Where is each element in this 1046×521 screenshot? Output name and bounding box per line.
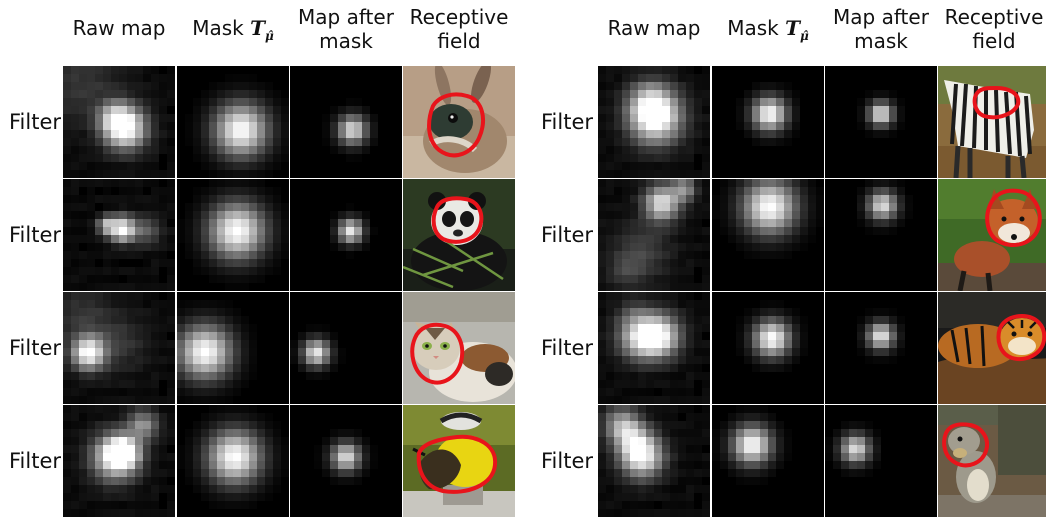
raw-map-heatmap: [63, 179, 175, 291]
masked-map-heatmap: [322, 98, 378, 162]
raw-map-cell: [598, 179, 710, 291]
masked-map-cell: [825, 66, 937, 178]
row-label-filter: Filter: [541, 449, 594, 473]
mask-map-cell: [712, 66, 824, 178]
masked-map-cell: [290, 292, 402, 404]
mask-symbol: Tμ̂: [250, 16, 274, 43]
mask-map-heatmap: [177, 179, 289, 291]
raw-map-heatmap: [63, 66, 175, 178]
row-label-filter: Filter: [541, 336, 594, 360]
column-header-text: Map after: [298, 5, 394, 29]
raw-map-cell: [598, 292, 710, 404]
mask-map-cell: [177, 292, 289, 404]
masked-map-cell: [290, 66, 402, 178]
receptive-field-rabbit: [403, 61, 515, 178]
tiger-photo: [938, 292, 1046, 404]
row-label-filter: Filter: [541, 110, 594, 134]
raw-map-cell: [63, 405, 175, 517]
mask-map-cell: [177, 179, 289, 291]
mask-map-cell: [177, 66, 289, 178]
row-label-filter: Filter: [9, 110, 62, 134]
mask-map-cell: [177, 405, 289, 517]
row-label-filter: Filter: [9, 336, 62, 360]
column-header-text-line2: mask: [319, 29, 373, 53]
masked-map-cell: [290, 179, 402, 291]
raw-map-cell: [63, 292, 175, 404]
receptive-field-squirrel: [938, 405, 1046, 517]
mask-map-heatmap: [177, 405, 289, 509]
mask-map-heatmap: [177, 300, 257, 404]
masked-map-heatmap: [330, 203, 378, 259]
raw-map-heatmap: [63, 405, 175, 517]
column-header-text: Receptive: [944, 5, 1044, 29]
column-header: Raw map: [55, 16, 183, 40]
masked-map-heatmap: [857, 90, 905, 138]
column-header-text-line2: mask: [854, 29, 908, 53]
fox-photo: [938, 179, 1046, 292]
receptive-field-fox: [938, 179, 1046, 292]
column-header-text: Raw map: [72, 16, 166, 40]
column-header: Mask Tμ̂: [704, 16, 832, 48]
column-header-text-line2: field: [972, 29, 1016, 53]
cat-photo: [403, 292, 517, 404]
column-header: Raw map: [590, 16, 718, 40]
panda-photo: [402, 179, 515, 291]
masked-map-heatmap: [314, 429, 378, 485]
mask-map-heatmap: [736, 300, 808, 372]
raw-map-heatmap: [598, 292, 710, 404]
mask-map-cell: [712, 405, 824, 517]
raw-map-cell: [63, 66, 175, 178]
masked-map-heatmap: [825, 421, 881, 477]
column-header-text: Receptive: [409, 5, 509, 29]
column-header-text: Mask: [192, 16, 244, 40]
raw-map-heatmap: [598, 405, 710, 517]
mask-symbol-subscript: μ̂: [264, 29, 274, 43]
masked-map-heatmap: [857, 308, 905, 364]
squirrel-photo: [938, 405, 1046, 517]
raw-map-heatmap: [598, 66, 710, 178]
column-header-text: Raw map: [607, 16, 701, 40]
rabbit-photo: [403, 61, 515, 178]
raw-map-heatmap: [63, 292, 175, 404]
receptive-field-bird: [403, 405, 515, 517]
mask-symbol-letter: T: [785, 16, 800, 40]
receptive-field-tiger: [938, 292, 1046, 404]
mask-symbol-letter: T: [250, 16, 265, 40]
masked-map-heatmap: [857, 179, 913, 235]
column-header-text-line2: field: [437, 29, 481, 53]
mask-map-heatmap: [712, 405, 792, 485]
masked-map-cell: [825, 292, 937, 404]
mask-map-heatmap: [712, 179, 824, 259]
masked-map-cell: [290, 405, 402, 517]
masked-map-cell: [825, 405, 937, 517]
masked-map-cell: [825, 179, 937, 291]
column-header: Mask Tμ̂: [169, 16, 297, 48]
row-label-filter: Filter: [9, 449, 62, 473]
mask-map-cell: [712, 179, 824, 291]
receptive-field-panda: [402, 179, 515, 291]
column-header-text: Mask: [727, 16, 779, 40]
mask-map-cell: [712, 292, 824, 404]
column-header-text: Map after: [833, 5, 929, 29]
bird-photo: [403, 405, 515, 517]
raw-map-cell: [598, 66, 710, 178]
raw-map-cell: [598, 405, 710, 517]
receptive-field-cat: [403, 292, 517, 404]
mask-map-heatmap: [185, 74, 289, 178]
raw-map-cell: [63, 179, 175, 291]
row-label-filter: Filter: [9, 223, 62, 247]
mask-map-heatmap: [736, 82, 800, 146]
zebra-photo: [938, 66, 1046, 179]
mask-symbol: Tμ̂: [785, 16, 809, 43]
row-label-filter: Filter: [541, 223, 594, 247]
raw-map-heatmap: [598, 179, 710, 291]
mask-symbol-subscript: μ̂: [799, 29, 809, 43]
receptive-field-zebra: [938, 66, 1046, 179]
masked-map-heatmap: [290, 324, 346, 380]
